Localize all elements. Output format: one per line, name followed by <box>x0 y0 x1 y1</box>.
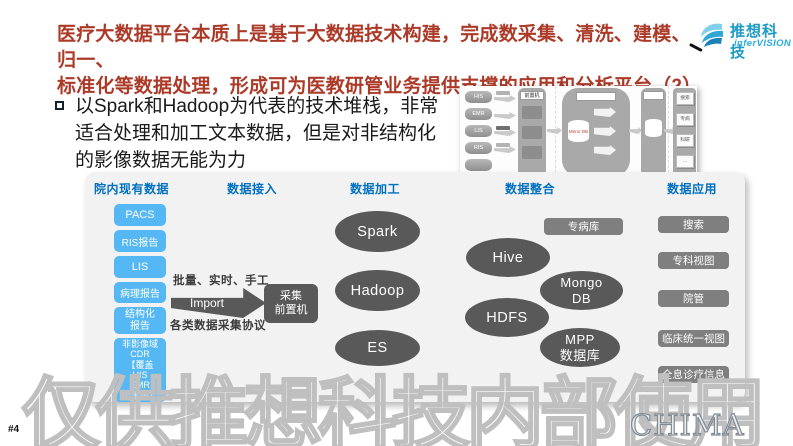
column-header-sources: 院内现有数据 <box>94 182 170 196</box>
mini-inner-box <box>522 146 542 159</box>
mini-arrow-icon <box>629 127 642 134</box>
mini-app-box: 专病 <box>676 113 694 126</box>
page-number: #4 <box>8 424 20 435</box>
mini-arrow-icon <box>494 112 516 119</box>
source-box-structured-report: 结构化 报告 <box>114 307 166 334</box>
mini-arrow-icon <box>494 129 516 136</box>
mini-label-smudge <box>496 143 510 147</box>
logo-company-name: 推想科技 <box>730 23 779 61</box>
app-box-clinical-view: 临床统一视图 <box>658 330 729 347</box>
source-box-lis: LIS <box>114 256 166 278</box>
logo-brand-name: inferVISION <box>734 38 792 49</box>
source-box-pathology: 病理报告 <box>114 282 166 303</box>
column-header-applications: 数据应用 <box>667 182 718 196</box>
bullet-block: 以Spark和Hadoop为代表的技术堆栈，非常适合处理和加工文本数据，但是对非… <box>55 93 447 174</box>
mini-label-smudge <box>496 126 510 130</box>
mini-apps-column <box>673 88 696 176</box>
integration-ellipse-hdfs: HDFS <box>465 298 549 337</box>
mini-gateway-label: 前置机 <box>520 91 544 100</box>
processing-ellipse-hadoop: Hadoop <box>335 270 420 311</box>
mini-label-smudge <box>496 91 510 95</box>
mini-chevron-icon <box>594 126 616 136</box>
disease-db-box: 专病库 <box>544 218 623 235</box>
mini-arrow-icon <box>664 127 676 134</box>
conference-label: CHIMA 2019 <box>629 407 745 446</box>
mini-inner-box <box>522 106 542 119</box>
mini-model-label <box>576 92 616 101</box>
app-box-holographic-info: 全息诊疗信息 <box>658 366 729 383</box>
mini-app-box: 搜索 <box>676 92 694 105</box>
mini-arrow-icon <box>547 127 562 134</box>
mini-chevron-icon <box>594 107 616 117</box>
mini-source-cylinder: RIS <box>465 142 492 154</box>
mini-inner-box <box>522 126 542 139</box>
mini-source-cylinder: LIS <box>465 125 492 137</box>
mini-app-box: 科研 <box>676 134 694 147</box>
data-platform-diagram: 院内现有数据 数据接入 数据加工 数据整合 数据应用 PACS RIS报告 LI… <box>85 172 745 402</box>
source-box-ris: RIS报告 <box>114 230 166 252</box>
mini-db-cylinder <box>644 118 663 138</box>
mini-source-cylinder <box>465 159 492 171</box>
source-box-pacs: PACS <box>114 204 166 226</box>
mini-app-box: … <box>676 155 694 168</box>
mini-source-cylinder: HIS <box>465 91 492 103</box>
mini-arrow-icon <box>494 146 516 153</box>
integration-ellipse-hive: Hive <box>466 238 550 277</box>
bullet-text: 以Spark和Hadoop为代表的技术堆栈，非常适合处理和加工文本数据，但是对非… <box>75 96 439 171</box>
mini-mirror-db-cylinder: Mirror DB <box>567 119 590 143</box>
source-box-cdr: 非影像域 CDR 【覆盖 HIS EMR 手术等】 <box>114 338 166 402</box>
column-header-ingest: 数据接入 <box>227 182 278 196</box>
square-bullet-icon <box>55 101 64 110</box>
mini-chevron-icon <box>594 145 616 155</box>
ingest-protocols-label: 各类数据采集协议 <box>170 320 266 332</box>
thumbnail-architecture-diagram: HIS EMR LIS RIS 前置机 Mirror DB 搜索 专病 科研 <box>460 86 697 178</box>
collection-gateway-box: 采集 前置机 <box>264 284 318 323</box>
import-arrow-label: Import <box>189 296 224 310</box>
app-box-specialty-view: 专科视图 <box>658 252 729 269</box>
ingest-modes-label: 批量、实时、手工 <box>173 275 269 287</box>
column-header-integration: 数据整合 <box>505 182 556 196</box>
processing-ellipse-spark: Spark <box>335 211 420 252</box>
app-box-hospital-mgmt: 院管 <box>658 290 729 307</box>
mini-source-cylinder: EMR <box>465 108 492 120</box>
slide-title-line1: 医疗大数据平台本质上是基于大数据技术构建，完成数采集、清洗、建模、归一、 <box>57 24 691 71</box>
integration-ellipse-mpp: MPP 数据库 <box>540 328 620 367</box>
integration-ellipse-mongodb: Mongo DB <box>540 271 623 310</box>
column-header-processing: 数据加工 <box>350 182 401 196</box>
mini-standard-label <box>643 91 664 100</box>
processing-ellipse-es: ES <box>335 330 420 366</box>
mini-arrow-icon <box>494 95 516 102</box>
logo-swirl-icon <box>694 18 728 57</box>
app-box-search: 搜索 <box>658 216 729 233</box>
